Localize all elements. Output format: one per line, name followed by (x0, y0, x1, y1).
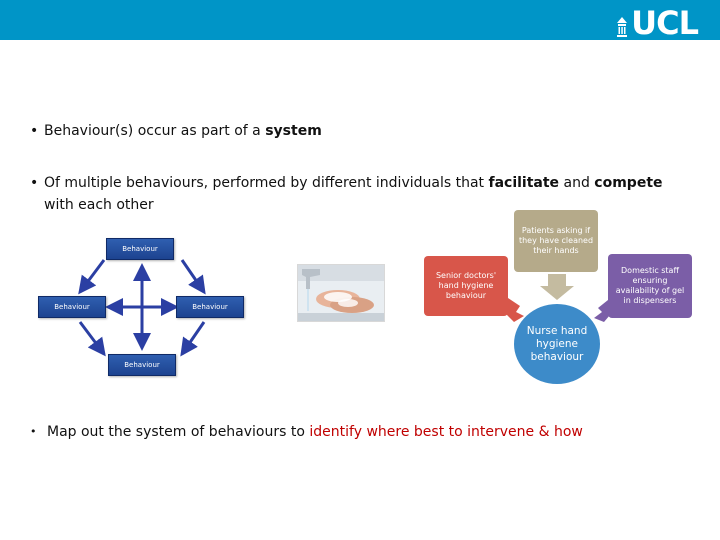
behaviour-box-bottom: Behaviour (108, 354, 176, 376)
header-bar: UCL (0, 0, 720, 40)
network-arrows (78, 259, 206, 357)
logo-text: UCL (631, 4, 699, 42)
bullet-emphasis-compete: compete (594, 175, 663, 191)
bullet-map-system: • Map out the system of behaviours to id… (30, 421, 690, 443)
bullet-text: Of multiple behaviours, performed by dif… (44, 175, 489, 191)
bullet-dot: • (30, 175, 39, 191)
bullet-dot: • (30, 425, 37, 438)
behaviour-network-diagram: Behaviour Behaviour Behaviour Behaviour (36, 236, 248, 380)
hand-washing-photo (297, 264, 385, 322)
ucl-logo: UCL (615, 4, 699, 42)
senior-doctors-box: Senior doctors' hand hygiene behaviour (424, 256, 508, 316)
behaviour-box-top: Behaviour (106, 238, 174, 260)
bullet-emphasis: system (265, 123, 322, 139)
patients-asking-box: Patients asking if they have cleaned the… (514, 210, 598, 272)
bullet-emphasis-facilitate: facilitate (488, 175, 560, 191)
bullet-text: Behaviour(s) occur as part of a (44, 123, 266, 139)
hand-hygiene-diagram: Patients asking if they have cleaned the… (418, 208, 696, 386)
behaviour-box-left: Behaviour (38, 296, 106, 318)
domestic-staff-box: Domestic staff ensuring availability of … (608, 254, 692, 318)
portico-icon (617, 17, 628, 37)
bullet-text-and: and (559, 175, 595, 191)
nurse-hand-hygiene-circle: Nurse hand hygiene behaviour (514, 304, 600, 384)
bullet-dot: • (30, 123, 39, 139)
hand-washing-image (298, 265, 384, 321)
bullet-multiple-behaviours: • Of multiple behaviours, performed by d… (30, 172, 690, 216)
bullet-highlight: identify where best to intervene & how (309, 424, 583, 440)
behaviour-box-right: Behaviour (176, 296, 244, 318)
bullet-text-end: with each other (44, 197, 154, 213)
bullet-text: Map out the system of behaviours to (47, 424, 310, 440)
bullet-system: • Behaviour(s) occur as part of a system (30, 120, 690, 142)
